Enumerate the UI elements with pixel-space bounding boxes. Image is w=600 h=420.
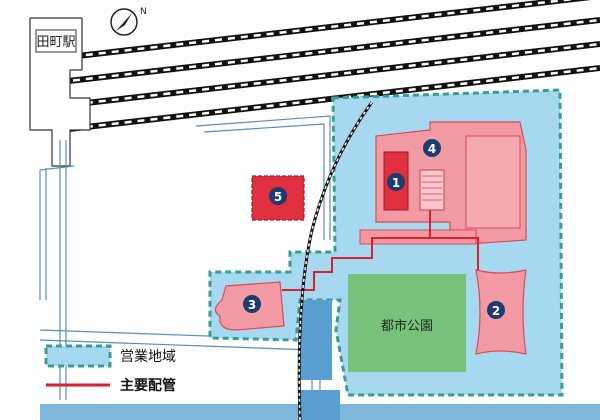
- legend-service-area-label: 営業地域: [120, 349, 176, 365]
- marker-2: 2: [487, 301, 505, 319]
- north-arrow-icon: N: [110, 7, 147, 36]
- compass-mark: N: [140, 7, 147, 17]
- station-name-box: [35, 29, 77, 53]
- water-channel-lower: [300, 390, 340, 420]
- marker-3-number: 3: [248, 298, 256, 312]
- monorail-track: [297, 101, 374, 420]
- station-building: [29, 17, 91, 167]
- marker-2-number: 2: [492, 304, 500, 318]
- urban-park: [348, 274, 466, 372]
- railway-tracks: [59, 0, 600, 133]
- station-name: 田町駅: [36, 35, 75, 50]
- water-channel: [300, 300, 332, 380]
- legend-service-area-swatch: [44, 344, 112, 368]
- park-label: 都市公園: [381, 318, 433, 334]
- marker-1-number: 1: [392, 176, 400, 190]
- marker-3: 3: [243, 295, 261, 313]
- legend: 営業地域 主要配管: [44, 344, 176, 394]
- legend-main-pipe-label: 主要配管: [120, 377, 176, 394]
- main-pipe: [282, 237, 479, 291]
- building-complex-4: [359, 121, 527, 245]
- marker-1: 1: [387, 173, 405, 191]
- marker-5-number: 5: [274, 190, 282, 204]
- marker-4-number: 4: [428, 142, 436, 156]
- marker-4: 4: [423, 139, 441, 157]
- marker-5: 5: [269, 187, 287, 205]
